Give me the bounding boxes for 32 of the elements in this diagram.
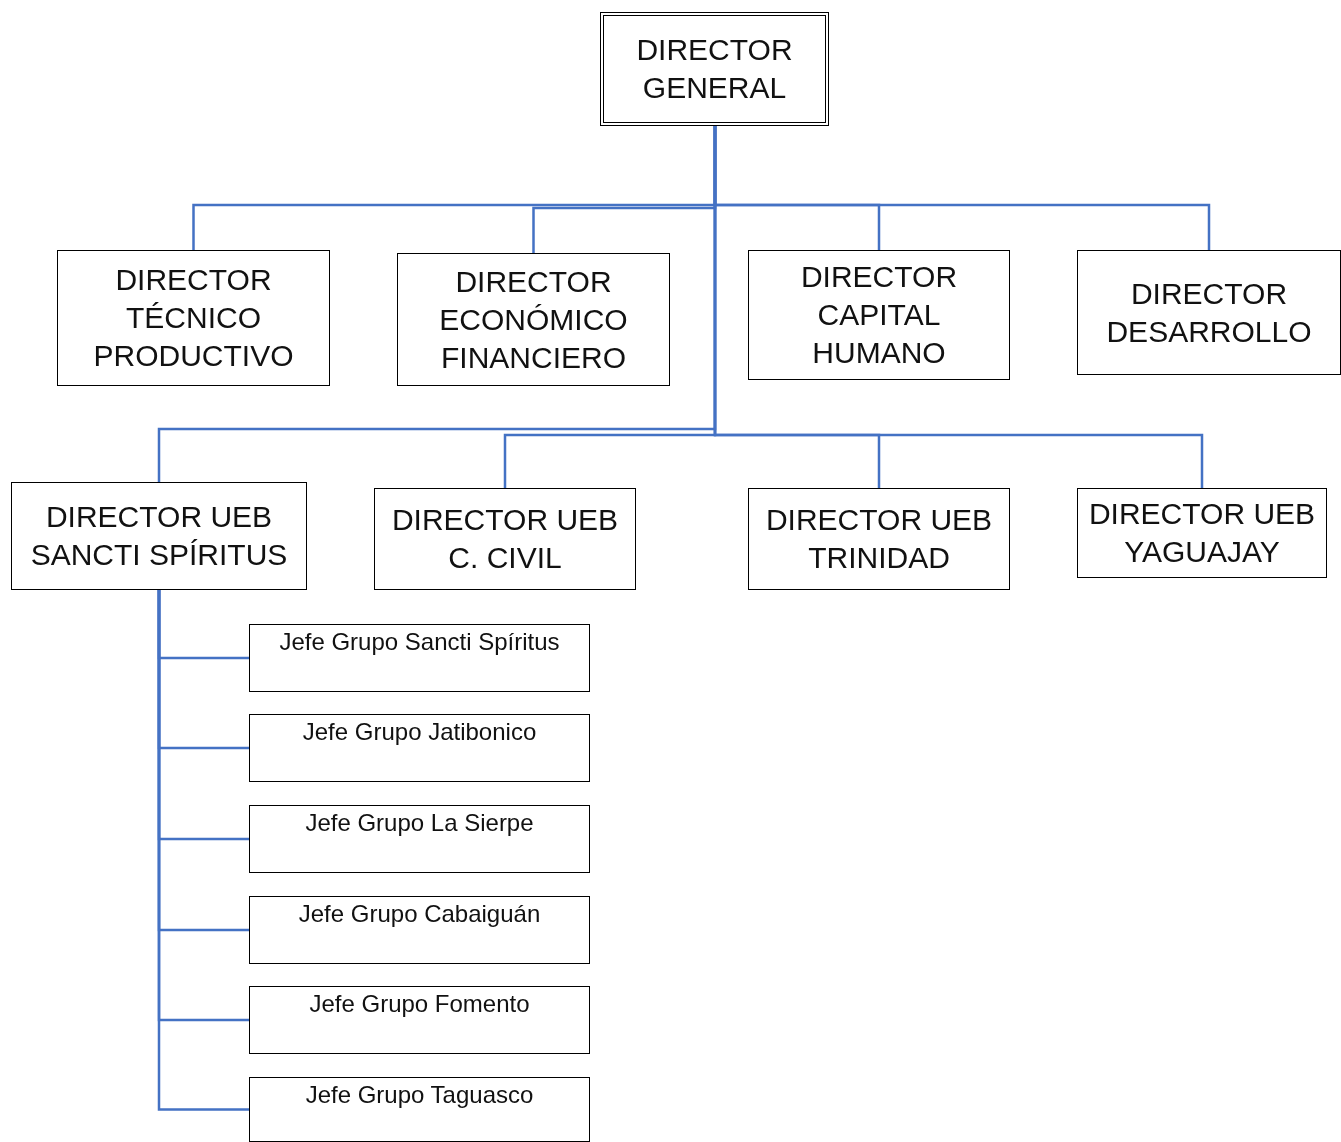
box-label: DIRECTOR CAPITAL HUMANO <box>799 259 959 371</box>
box-label: DIRECTOR GENERAL <box>635 32 794 106</box>
box-label: Jefe Grupo Taguasco <box>304 1080 535 1110</box>
box-label: DIRECTOR TÉCNICO PRODUCTIVO <box>92 262 295 374</box>
org-box <box>1077 250 1341 375</box>
box-label: DIRECTOR UEB TRINIDAD <box>764 502 994 576</box>
box-label: DIRECTOR UEB SANCTI SPÍRITUS <box>29 499 289 573</box>
org-box <box>1077 488 1327 578</box>
org-box <box>748 250 1010 380</box>
org-box <box>57 250 330 386</box>
box-label: Jefe Grupo Jatibonico <box>301 717 538 747</box>
org-box <box>249 1077 590 1142</box>
connector-line <box>157 590 249 1111</box>
org-box <box>748 488 1010 590</box>
box-label: DIRECTOR ECONÓMICO FINANCIERO <box>438 263 629 376</box>
box-label: DIRECTOR UEB YAGUAJAY <box>1087 496 1317 570</box>
org-box <box>374 488 636 590</box>
box-label: Jefe Grupo Cabaiguán <box>297 899 542 929</box>
org-box <box>11 482 307 590</box>
org-box <box>249 805 590 873</box>
org-box <box>600 12 829 126</box>
org-box <box>249 896 590 964</box>
org-box <box>249 624 590 692</box>
org-box <box>397 253 670 386</box>
org-box <box>249 714 590 782</box>
box-label: DIRECTOR UEB C. CIVIL <box>390 502 620 576</box>
org-box <box>249 986 590 1054</box>
box-label: DIRECTOR DESARROLLO <box>1105 275 1313 350</box>
box-label: Jefe Grupo Fomento <box>308 989 531 1019</box>
box-label: Jefe Grupo La Sierpe <box>304 808 535 838</box>
connector-line <box>713 126 1204 488</box>
box-label: Jefe Grupo Sancti Spíritus <box>278 627 561 657</box>
